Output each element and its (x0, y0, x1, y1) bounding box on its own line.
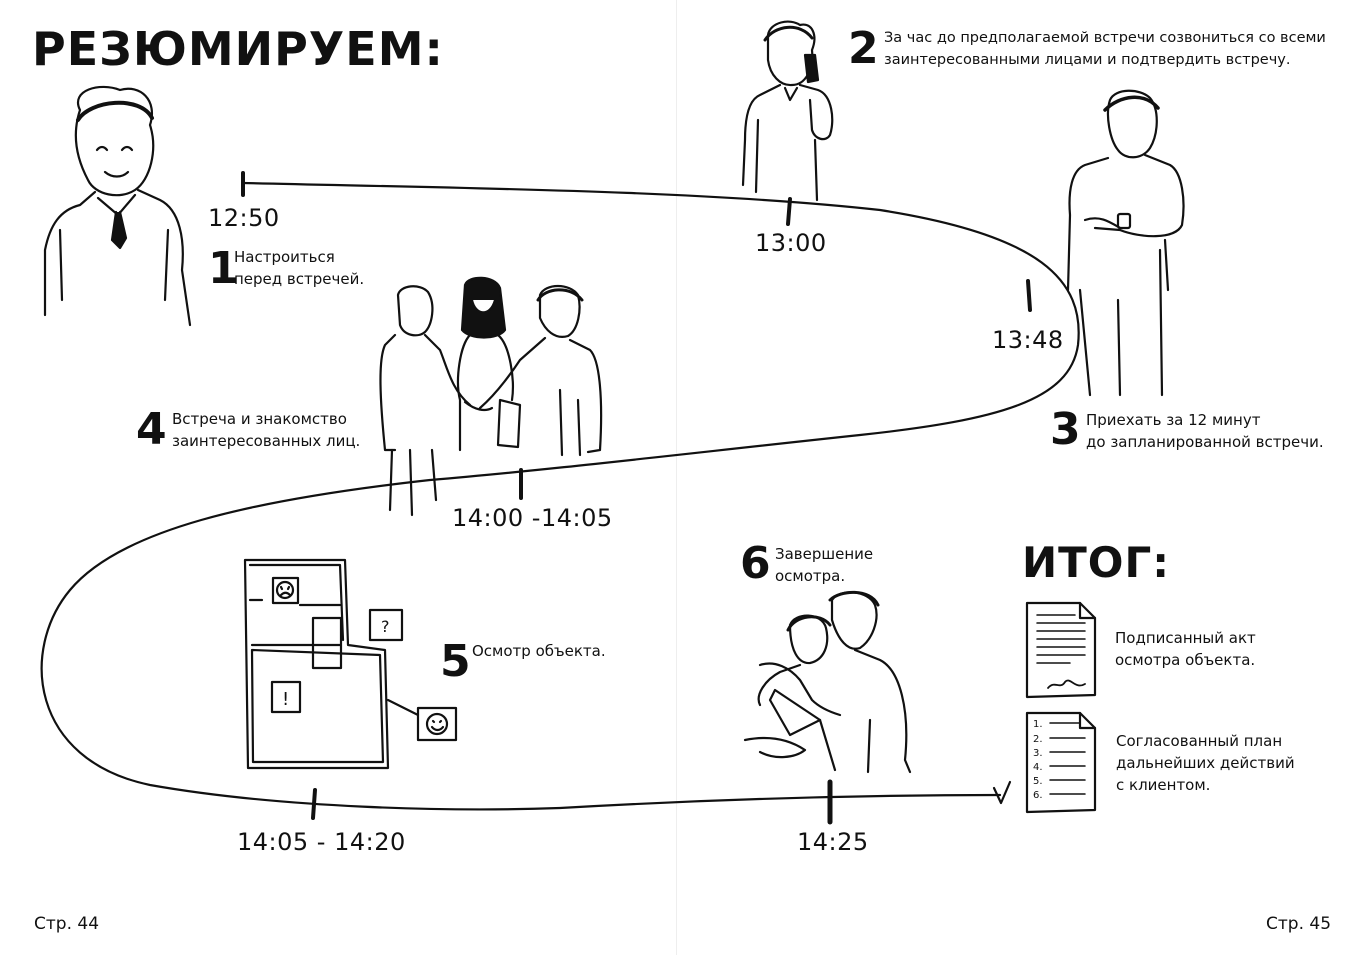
action-plan-icon (1025, 711, 1097, 814)
man-figure-icon (43, 85, 192, 327)
time-label: 14:25 (797, 828, 869, 856)
tick-1300 (786, 197, 792, 226)
step-6-text: Завершение осмотра. (775, 545, 874, 585)
tick-1405 (311, 788, 317, 820)
step-4-number: 4 (136, 404, 167, 455)
time-label: 12:50 (208, 204, 280, 232)
list-mark: 5. (1033, 776, 1043, 787)
man-watch-icon (1066, 89, 1185, 397)
man-phone-icon (741, 20, 834, 202)
page-number-left: Стр. 44 (34, 914, 100, 934)
result-action-plan: Согласованный план дальнейших действий с… (1116, 732, 1295, 794)
step-2-text: За час до предполагаемой встречи созвони… (884, 30, 1326, 68)
time-label: 14:05 - 14:20 (237, 828, 406, 856)
svg-text:!: ! (282, 689, 289, 710)
result-signed-act: Подписанный акт осмотра объекта. (1115, 629, 1256, 669)
step-5-number: 5 (440, 636, 471, 687)
page-number-right: Стр. 45 (1266, 914, 1332, 934)
signed-act-icon (1025, 601, 1097, 699)
step-2-number: 2 (848, 23, 879, 74)
timeline-end-check (992, 780, 1012, 805)
step-1-text: Настроиться перед встречей. (234, 248, 365, 288)
list-mark: 1. (1033, 719, 1043, 730)
list-mark: 4. (1033, 762, 1043, 773)
page-title: РЕЗЮМИРУЕМ: (32, 22, 444, 76)
step-3-number: 3 (1050, 404, 1081, 455)
step-3-text: Приехать за 12 минут до запланированной … (1086, 411, 1324, 451)
list-mark: 3. (1033, 748, 1043, 759)
inspection-pair-icon (743, 590, 912, 774)
step-4-text: Встреча и знакомство заинтересованных ли… (172, 410, 361, 450)
time-label: 13:48 (992, 326, 1064, 354)
page-fold (676, 0, 677, 955)
timeline-path (40, 181, 1080, 811)
summary-title: ИТОГ: (1022, 538, 1171, 587)
time-label: 13:00 (755, 229, 827, 257)
tick-1348 (1026, 279, 1032, 312)
step-1-number: 1 (208, 243, 239, 294)
handshake-group-icon (379, 276, 603, 517)
floor-plan-icon: ? ! (243, 558, 458, 770)
time-label: 14:00 -14:05 (452, 504, 613, 532)
list-markers: 1. 2. 3. 4. 5. 6. (1033, 719, 1043, 801)
step-6-number: 6 (740, 538, 771, 589)
svg-text:?: ? (381, 617, 390, 636)
list-mark: 2. (1033, 734, 1043, 745)
list-mark: 6. (1033, 790, 1043, 801)
step-5-text: Осмотр объекта. (472, 642, 606, 660)
